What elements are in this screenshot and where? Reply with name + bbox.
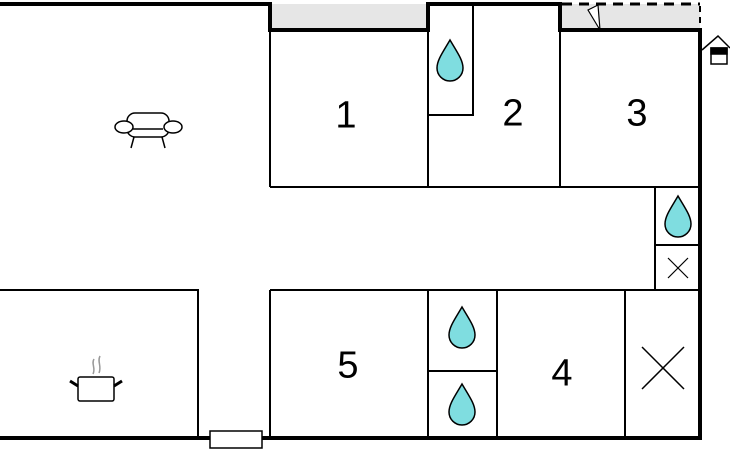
room-label-2: 2	[502, 92, 524, 135]
cooking-pot-icon	[69, 355, 123, 402]
balcony-left	[270, 4, 428, 30]
water-drop-icon	[664, 194, 692, 238]
balcony-door-swing	[587, 4, 601, 31]
room-label-5: 5	[337, 344, 359, 387]
outer-wall	[0, 2, 702, 440]
sofa-icon	[114, 112, 183, 149]
toilet-x-icon	[641, 346, 685, 390]
water-drop-icon	[436, 38, 464, 82]
room-label-3: 3	[626, 92, 648, 135]
toilet-x-icon	[667, 257, 689, 279]
room-label-4: 4	[551, 352, 573, 395]
room-label-1: 1	[335, 94, 357, 137]
balcony-right	[560, 4, 700, 30]
house-entrance-icon	[701, 34, 730, 65]
interior-walls	[0, 4, 700, 438]
water-drop-icon	[448, 305, 476, 349]
water-drop-icon	[448, 382, 476, 426]
door-icon[interactable]	[209, 430, 263, 449]
